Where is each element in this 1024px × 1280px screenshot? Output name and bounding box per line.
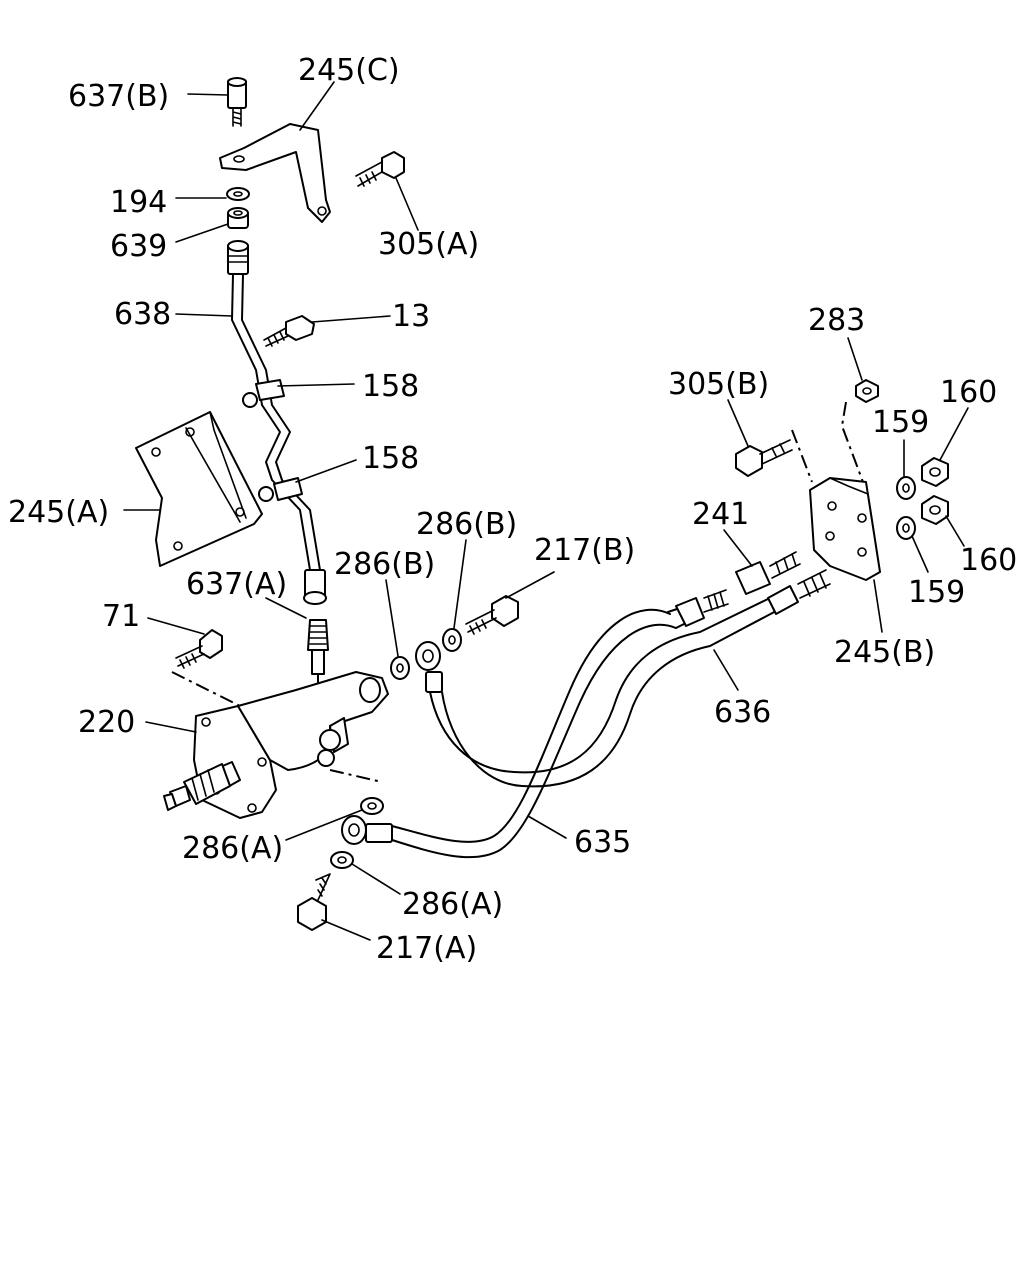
label-241: 241 — [692, 497, 749, 532]
washer-286b-right — [442, 628, 462, 652]
bolt-217b — [465, 595, 519, 635]
label-217b: 217(B) — [534, 533, 635, 568]
washer-194 — [226, 187, 250, 201]
label-635: 635 — [574, 825, 631, 860]
label-220: 220 — [78, 705, 135, 740]
bolt-13 — [263, 315, 315, 347]
label-217a: 217(A) — [376, 931, 477, 966]
label-305a: 305(A) — [378, 227, 479, 262]
label-245b: 245(B) — [834, 635, 935, 670]
nut-283 — [855, 379, 879, 403]
label-245a: 245(A) — [8, 495, 109, 530]
tube-638 — [227, 240, 327, 605]
fitting-637a — [307, 619, 329, 692]
bolt-305a — [355, 151, 405, 187]
washer-286b-left — [390, 656, 410, 680]
label-158-bottom: 158 — [362, 441, 419, 476]
nut-160-top — [921, 457, 949, 487]
label-13: 13 — [392, 299, 430, 334]
label-159-top: 159 — [872, 405, 929, 440]
nut-639 — [227, 207, 249, 229]
clamp-158-top — [242, 379, 285, 408]
label-286a-upper: 286(A) — [182, 831, 283, 866]
label-286a-lower: 286(A) — [402, 887, 503, 922]
nut-160-bottom — [921, 495, 949, 525]
label-637b: 637(B) — [68, 79, 169, 114]
label-305b: 305(B) — [668, 367, 769, 402]
cylinder-220 — [163, 671, 389, 819]
washer-286a-lower — [330, 851, 354, 869]
label-245c: 245(C) — [298, 53, 400, 88]
label-283: 283 — [808, 303, 865, 338]
label-159-bottom: 159 — [908, 575, 965, 610]
label-71: 71 — [102, 599, 140, 634]
bolt-305b — [735, 439, 793, 477]
washer-159-top — [896, 476, 916, 500]
label-160-top: 160 — [940, 375, 997, 410]
bracket-245b — [809, 477, 881, 581]
bracket-245a — [135, 411, 263, 567]
label-286b-left: 286(B) — [334, 547, 435, 582]
label-158-top: 158 — [362, 369, 419, 404]
label-639: 639 — [110, 229, 167, 264]
label-637a: 637(A) — [186, 567, 287, 602]
bolt-637b — [227, 77, 247, 127]
label-286b-right: 286(B) — [416, 507, 517, 542]
label-160-bottom: 160 — [960, 543, 1017, 578]
tube-635 — [341, 589, 729, 859]
tube-636 — [415, 569, 831, 788]
label-194: 194 — [110, 185, 167, 220]
clamp-158-bottom — [258, 477, 303, 502]
label-638: 638 — [114, 297, 171, 332]
washer-286a-upper — [360, 797, 384, 815]
bracket-245c — [219, 123, 331, 223]
label-636: 636 — [714, 695, 771, 730]
bolt-71 — [175, 629, 223, 669]
washer-159-bottom — [896, 516, 916, 540]
